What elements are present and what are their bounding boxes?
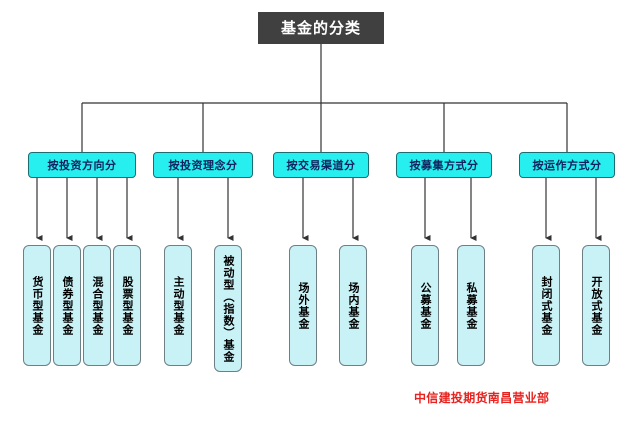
category-4-connectors [424,178,477,241]
leaf-node-bond-fund[interactable]: 债券型基金 [53,245,81,366]
leaf-node-label: 私募基金 [465,281,479,330]
leaf-node-label: 债券型基金 [61,275,75,336]
leaf-node-label: 封闭式基金 [540,275,554,336]
leaf-node-open-end-fund[interactable]: 开放式基金 [582,245,610,366]
category-node-by-fundraising-method[interactable]: 按募集方式分 [396,152,492,178]
leaf-node-hybrid-fund[interactable]: 混合型基金 [83,245,111,366]
leaf-node-closed-end-fund[interactable]: 封闭式基金 [532,245,560,366]
leaf-node-passive-index-fund[interactable]: 被动型（指数）基金 [214,245,242,372]
category-node-label: 按交易渠道分 [286,158,356,172]
leaf-node-label: 混合型基金 [91,275,105,336]
leaf-node-label: 被动型（指数）基金 [222,254,236,363]
leaf-node-money-market-fund[interactable]: 货币型基金 [23,245,51,366]
leaf-node-label: 场外基金 [297,281,311,330]
leaf-node-label: 货币型基金 [31,275,45,336]
category-node-by-operation-method[interactable]: 按运作方式分 [519,152,615,178]
category-1-connectors [36,178,133,241]
root-node: 基金的分类 [258,12,384,44]
category-2-connectors [177,178,234,241]
leaf-node-active-fund[interactable]: 主动型基金 [164,245,192,366]
category-3-connectors [302,178,359,241]
leaf-node-equity-fund[interactable]: 股票型基金 [113,245,141,366]
leaf-node-exchange-traded-fund[interactable]: 场内基金 [339,245,367,366]
category-node-label: 按投资方向分 [47,158,117,172]
leaf-node-label: 主动型基金 [172,275,186,336]
category-node-by-trading-channel[interactable]: 按交易渠道分 [273,152,369,178]
leaf-node-otc-fund[interactable]: 场外基金 [289,245,317,366]
leaf-node-label: 场内基金 [347,281,361,330]
leaf-node-public-offering-fund[interactable]: 公募基金 [411,245,439,366]
category-node-by-investment-direction[interactable]: 按投资方向分 [28,152,136,178]
leaf-node-label: 股票型基金 [121,275,135,336]
category-node-by-investment-philosophy[interactable]: 按投资理念分 [153,152,253,178]
leaf-node-label: 公募基金 [419,281,433,330]
root-node-label: 基金的分类 [280,18,361,37]
watermark-text: 中信建投期货南昌营业部 [414,391,550,405]
category-5-connectors [545,178,602,241]
leaf-node-private-offering-fund[interactable]: 私募基金 [457,245,485,366]
category-node-label: 按募集方式分 [409,158,479,172]
category-node-label: 按投资理念分 [168,158,238,172]
category-node-label: 按运作方式分 [532,158,602,172]
leaf-node-label: 开放式基金 [590,275,604,336]
root-connector [81,44,568,152]
